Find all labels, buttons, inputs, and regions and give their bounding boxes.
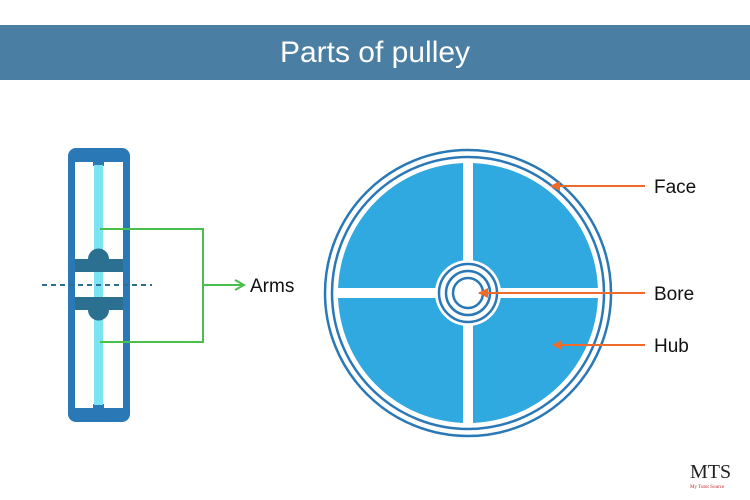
mts-logo: MTS My Tutor Source — [690, 461, 731, 490]
top-rim-tab — [93, 158, 104, 166]
bottom-rim-tab — [93, 404, 104, 412]
page-title: Parts of pulley — [279, 35, 471, 69]
lower-hub — [75, 297, 123, 310]
hub-label: Hub — [654, 336, 689, 357]
logo-text: MTS — [690, 461, 731, 483]
face-label: Face — [654, 177, 696, 198]
bore-label: Bore — [654, 284, 694, 305]
arms-leader — [100, 228, 244, 343]
pulley-front-view — [323, 148, 613, 438]
logo-tagline: My Tutor Source — [690, 485, 725, 490]
upper-hub-boss — [88, 248, 109, 259]
pulley-side-view — [42, 148, 152, 422]
lower-hub-boss — [88, 310, 109, 321]
upper-hub — [75, 259, 123, 272]
arms-label: Arms — [250, 276, 294, 297]
hub-backing — [435, 260, 501, 326]
title-banner: Parts of pulley — [0, 25, 750, 80]
